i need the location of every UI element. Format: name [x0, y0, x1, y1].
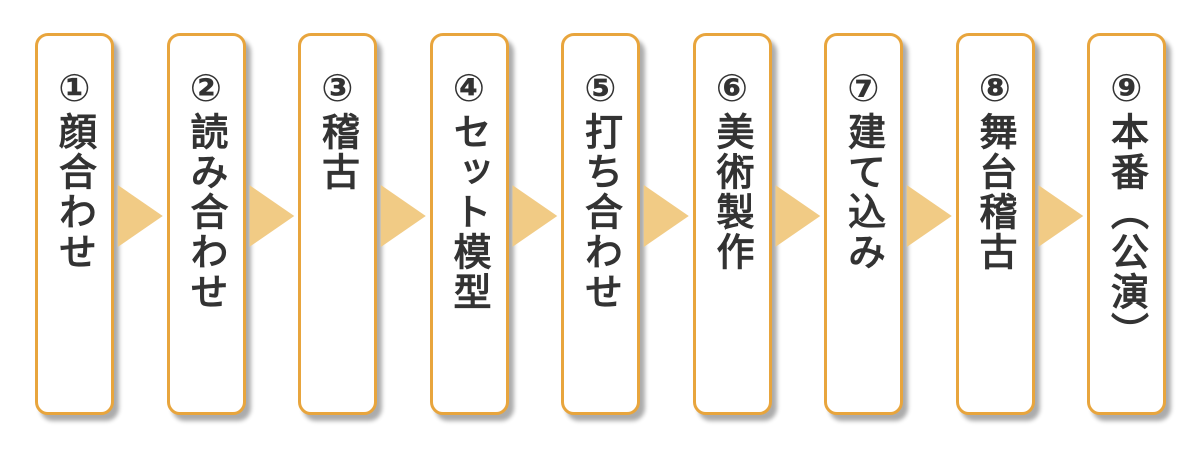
step-number: ②: [184, 66, 228, 112]
flow-step-4: ④セット模型: [429, 33, 509, 415]
step-title: 建て込み: [841, 112, 886, 272]
step-title: 美術製作: [710, 112, 754, 272]
flow-connector-6: [772, 33, 825, 415]
step-title: 顔合わせ: [52, 112, 97, 272]
flow-step-5: ⑤打ち合わせ: [561, 33, 640, 415]
flow-connector-3: [377, 33, 430, 415]
step-label: ⑦建て込み: [841, 36, 886, 412]
step-title: 読み合わせ: [184, 112, 228, 312]
flow-step-9: ⑨本番（公演）: [1087, 33, 1166, 415]
step-title: 舞台稽古: [973, 112, 1017, 272]
arrow-right-icon: [117, 185, 163, 247]
flow-step-2: ②読み合わせ: [166, 33, 246, 415]
step-label: ⑧舞台稽古: [973, 36, 1017, 412]
step-title: 打ち合わせ: [578, 112, 623, 312]
step-label: ⑨本番（公演）: [1104, 36, 1149, 412]
arrow-right-icon: [380, 185, 426, 247]
flow-step-1: ①顔合わせ: [35, 33, 114, 415]
arrow-right-icon: [249, 185, 295, 247]
flow-connector-7: [903, 33, 956, 415]
step-number: ③: [315, 66, 360, 112]
flow-connector-1: [114, 33, 167, 415]
step-title: 本番（公演）: [1104, 112, 1149, 352]
step-title: 稽古: [315, 112, 360, 192]
flow-step-8: ⑧舞台稽古: [955, 33, 1035, 415]
arrow-right-icon: [775, 185, 821, 247]
step-label: ⑤打ち合わせ: [578, 36, 623, 412]
step-number: ⑤: [578, 66, 623, 112]
flow-connector-2: [246, 33, 299, 415]
step-number: ⑦: [841, 66, 886, 112]
step-label: ②読み合わせ: [184, 36, 228, 412]
step-label: ⑥美術製作: [710, 36, 754, 412]
step-number: ⑧: [973, 66, 1017, 112]
step-title: セット模型: [447, 112, 491, 312]
flow-connector-4: [509, 33, 562, 415]
flow-step-7: ⑦建て込み: [824, 33, 903, 415]
flow-connector-8: [1035, 33, 1088, 415]
step-number: ⑨: [1104, 66, 1149, 112]
arrow-right-icon: [643, 185, 689, 247]
step-number: ①: [52, 66, 97, 112]
arrow-right-icon: [1038, 185, 1084, 247]
arrow-right-icon: [906, 185, 952, 247]
flow-step-3: ③稽古: [298, 33, 377, 415]
step-number: ⑥: [710, 66, 754, 112]
flow-step-6: ⑥美術製作: [692, 33, 772, 415]
step-label: ④セット模型: [447, 36, 491, 412]
step-number: ④: [447, 66, 491, 112]
production-flow-diagram: ①顔合わせ ②読み合わせ ③稽古 ④セット模型 ⑤打ち合わせ ⑥美術製作 ⑦建て…: [35, 33, 1166, 415]
step-label: ①顔合わせ: [52, 36, 97, 412]
arrow-right-icon: [512, 185, 558, 247]
step-label: ③稽古: [315, 36, 360, 412]
flow-connector-5: [640, 33, 693, 415]
